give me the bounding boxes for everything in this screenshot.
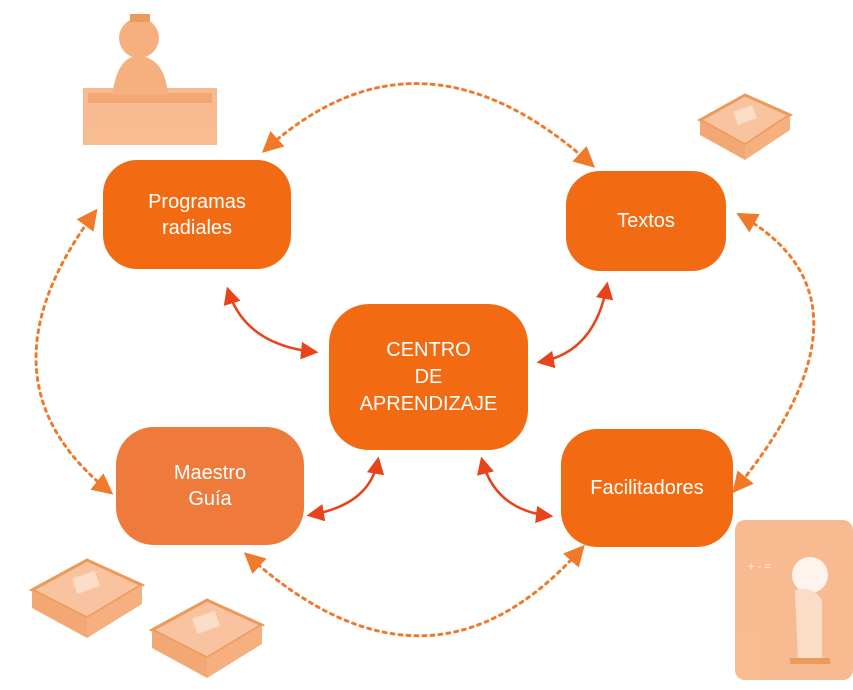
solid-arrow-centro-maestro xyxy=(306,456,385,522)
node-facilitadores: Facilitadores xyxy=(561,429,733,547)
node-programas-line1: Programas xyxy=(148,190,246,213)
node-centro-line2: DE xyxy=(414,365,443,388)
solid-arrow-centro-programas xyxy=(223,286,319,360)
outer-cycle-connectors xyxy=(34,82,816,638)
book-icon xyxy=(28,558,146,638)
node-programas-line2: radiales xyxy=(161,216,233,239)
dotted-arrow-programas-textos xyxy=(261,82,596,168)
book-icon xyxy=(696,93,794,160)
dotted-arrow-textos-facilitadores xyxy=(732,212,816,494)
node-programas-radiales: Programas radiales xyxy=(103,160,291,269)
node-maestro-guia: Maestro Guía xyxy=(116,427,304,545)
book-icon xyxy=(148,598,266,678)
node-centro-line3: APRENDIZAJE xyxy=(359,392,498,415)
dotted-arrow-maestro-programas xyxy=(34,208,114,495)
node-textos: Textos xyxy=(566,171,726,271)
dotted-arrow-facilitadores-maestro xyxy=(243,544,585,638)
svg-text:+ - =: + - = xyxy=(748,561,771,573)
node-facilitadores-label: Facilitadores xyxy=(590,477,704,499)
node-centro-de-aprendizaje: CENTRO DE APRENDIZAJE xyxy=(329,304,528,450)
node-textos-label: Textos xyxy=(617,210,675,232)
center-connectors xyxy=(223,281,614,524)
node-maestro-line2: Guía xyxy=(188,488,232,510)
teacher-at-board-icon: + - = xyxy=(735,520,853,680)
solid-arrow-centro-textos xyxy=(536,281,614,369)
solid-arrow-centro-facilitadores xyxy=(477,456,554,524)
student-at-desk-icon xyxy=(83,14,217,145)
node-maestro-line1: Maestro xyxy=(173,462,247,484)
node-centro-line1: CENTRO xyxy=(386,338,471,361)
